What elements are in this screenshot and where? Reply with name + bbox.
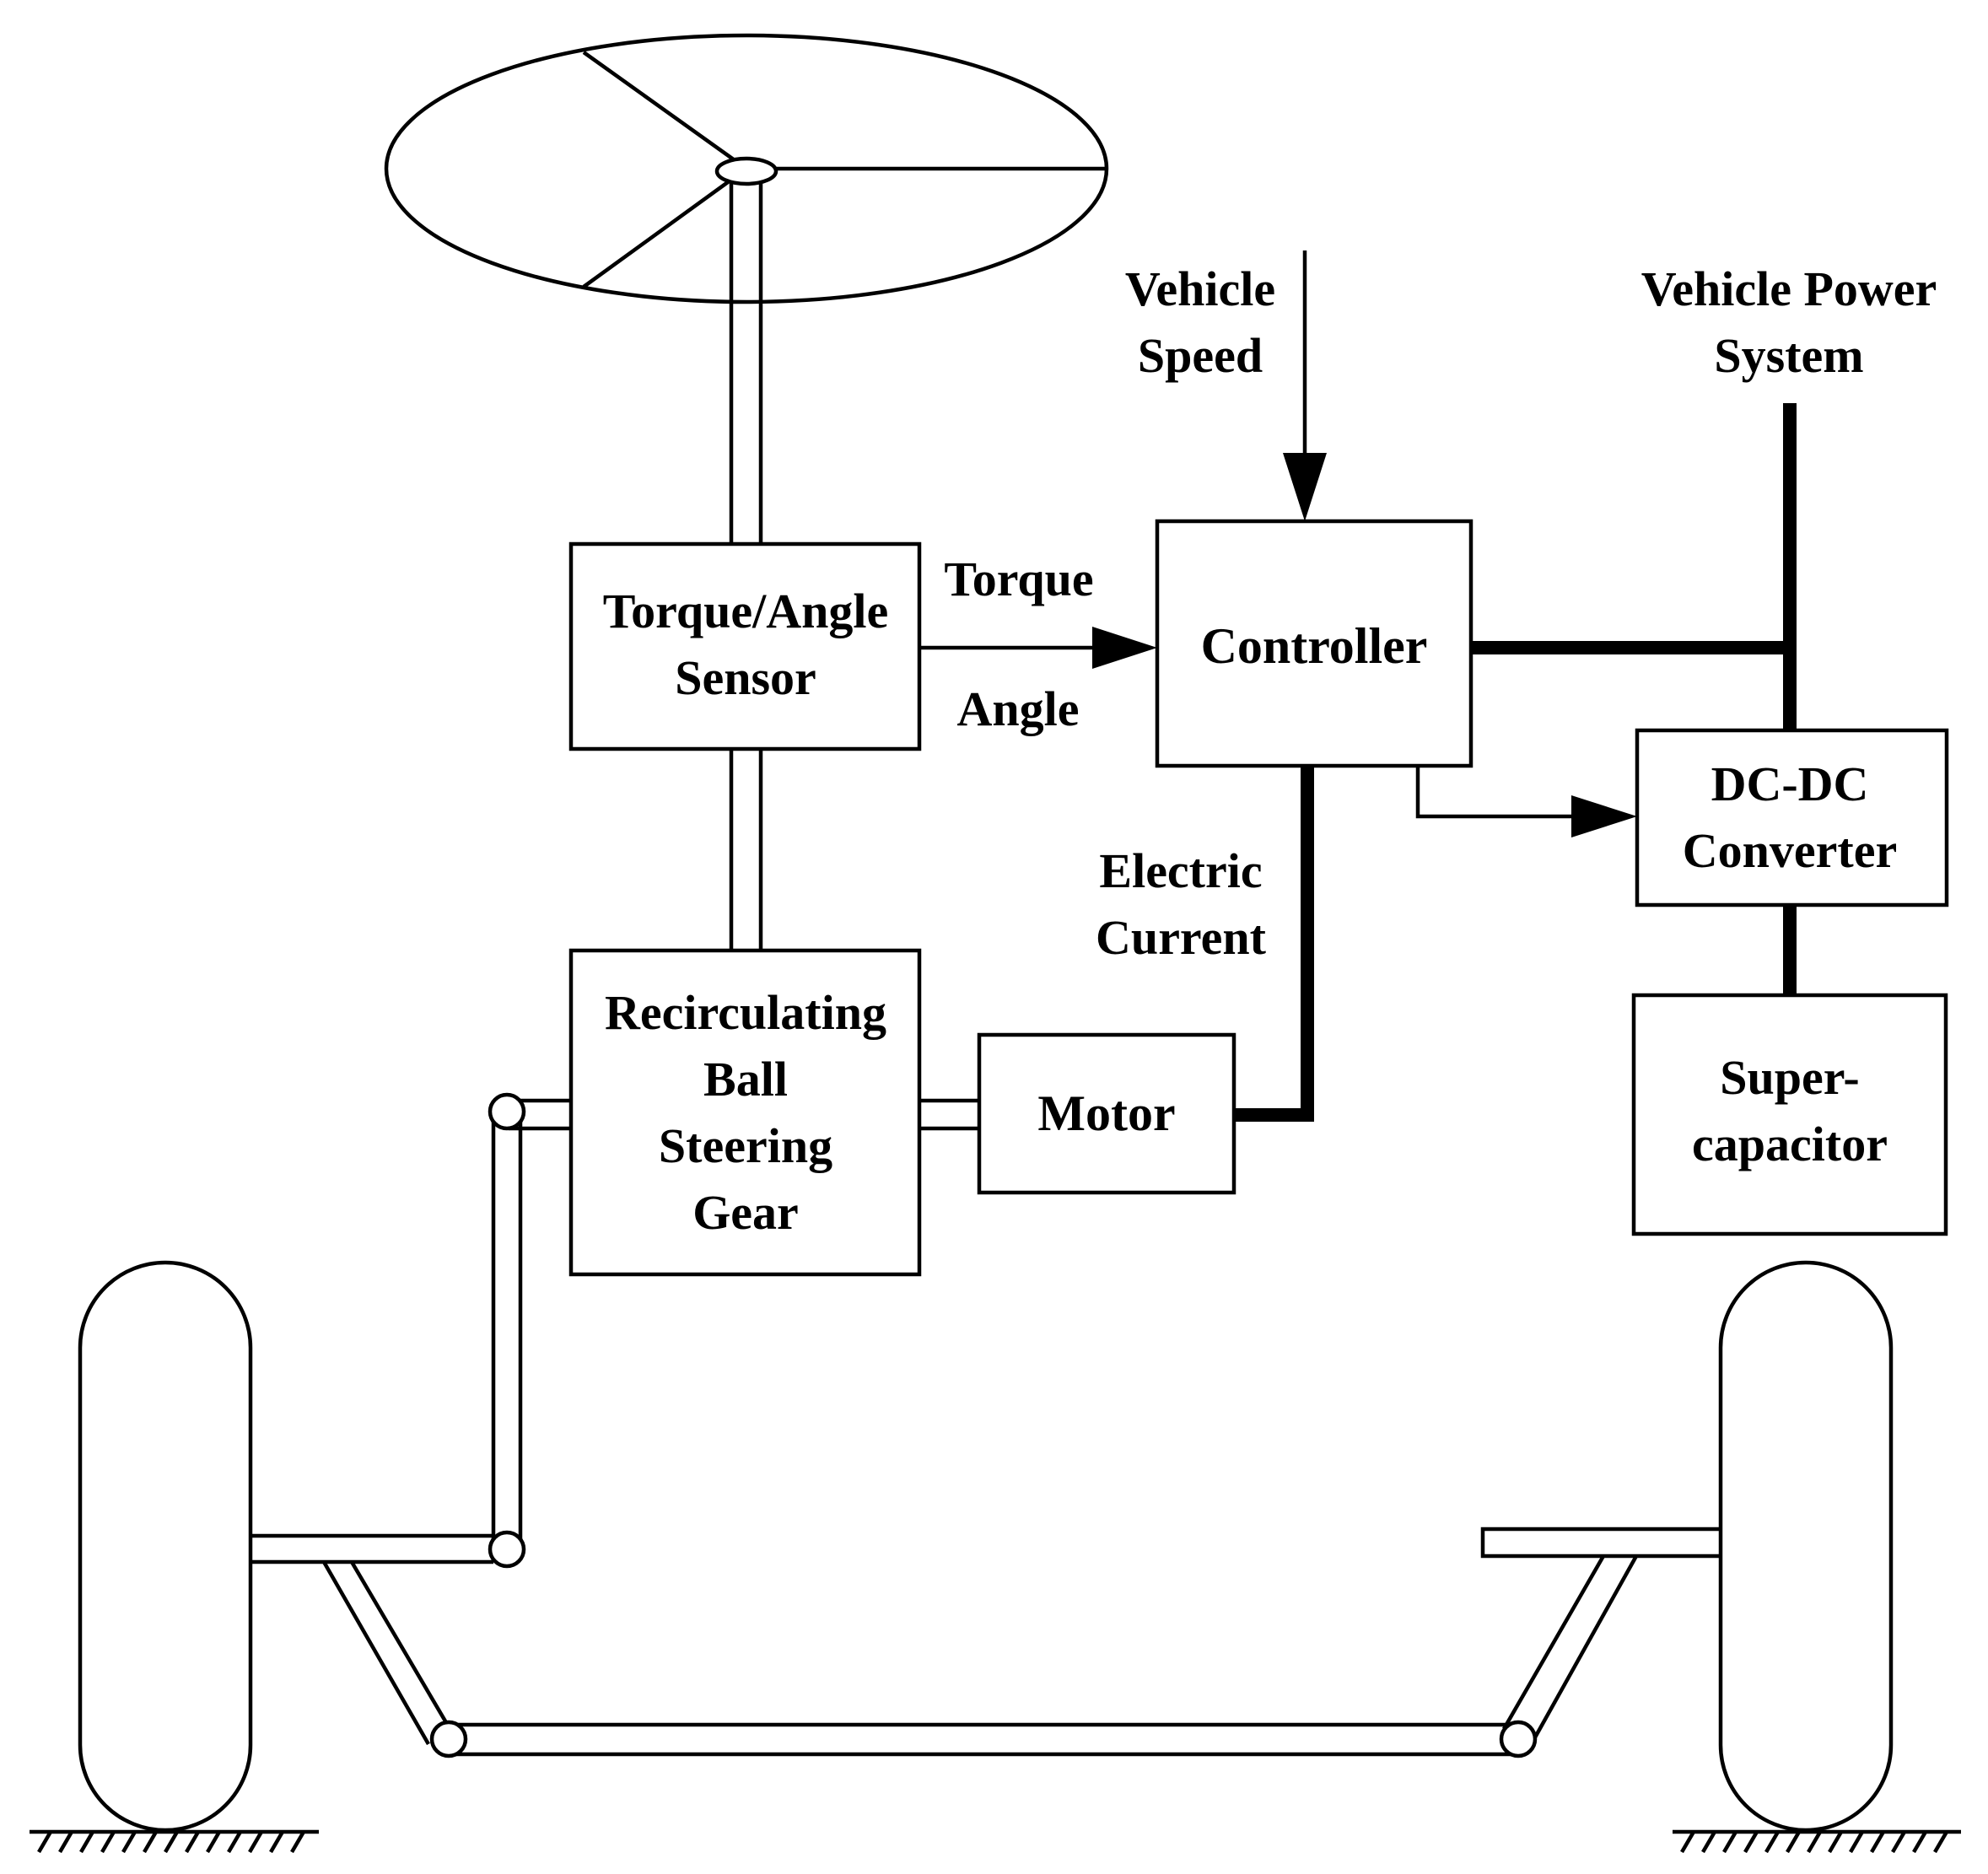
controller-label: Controller — [1201, 618, 1428, 674]
sensor-label-line-2: Sensor — [675, 650, 816, 705]
angle-label: Angle — [957, 681, 1080, 736]
controller-to-dcdc-arrow — [1415, 766, 1637, 837]
supercapacitor-block: Super- capacitor — [1631, 993, 1948, 1236]
torque-label: Torque — [944, 552, 1093, 606]
gear-label-line-4: Gear — [692, 1185, 799, 1240]
controller-block: Controller — [1155, 519, 1473, 768]
supercap-label-line-2: capacitor — [1692, 1117, 1888, 1171]
motor-label: Motor — [1037, 1085, 1175, 1141]
right-wheel-icon — [1673, 1260, 1961, 1854]
electric-current-label-line-2: Current — [1096, 910, 1267, 965]
supercap-label-line-1: Super- — [1720, 1050, 1859, 1105]
steering-linkage — [251, 1092, 1721, 1758]
vehicle-power-system: Vehicle Power System — [1471, 261, 1937, 730]
vehicle-power-label-line-1: Vehicle Power — [1641, 261, 1937, 316]
left-wheel-icon — [30, 1260, 319, 1854]
vehicle-speed-label-line-1: Vehicle — [1125, 261, 1275, 316]
dc-dc-converter-block: DC-DC Converter — [1635, 728, 1949, 907]
steering-wheel-icon — [384, 33, 1109, 304]
steering-gear-block: Recirculating Ball Steering Gear — [568, 948, 922, 1277]
motor-shaft — [919, 1098, 979, 1131]
dcdc-label-line-2: Converter — [1683, 823, 1897, 878]
vehicle-speed-input-arrow: Vehicle Speed — [1125, 250, 1327, 521]
vehicle-speed-label-line-2: Speed — [1138, 328, 1263, 383]
sensor-label-line-1: Torque/Angle — [603, 584, 888, 638]
torque-angle-sensor-block: Torque/Angle Sensor — [568, 541, 922, 751]
gear-label-line-3: Steering — [659, 1118, 832, 1173]
vehicle-power-label-line-2: System — [1714, 328, 1863, 383]
steering-column — [729, 181, 763, 950]
electric-current-label-line-1: Electric — [1099, 843, 1262, 898]
gear-label-line-2: Ball — [703, 1052, 788, 1107]
dcdc-label-line-1: DC-DC — [1711, 757, 1869, 811]
torque-angle-signal-arrow: Torque Angle — [919, 552, 1157, 736]
gear-label-line-1: Recirculating — [605, 985, 886, 1040]
electric-current-connection: Electric Current — [1096, 766, 1314, 1122]
motor-block: Motor — [977, 1032, 1236, 1195]
